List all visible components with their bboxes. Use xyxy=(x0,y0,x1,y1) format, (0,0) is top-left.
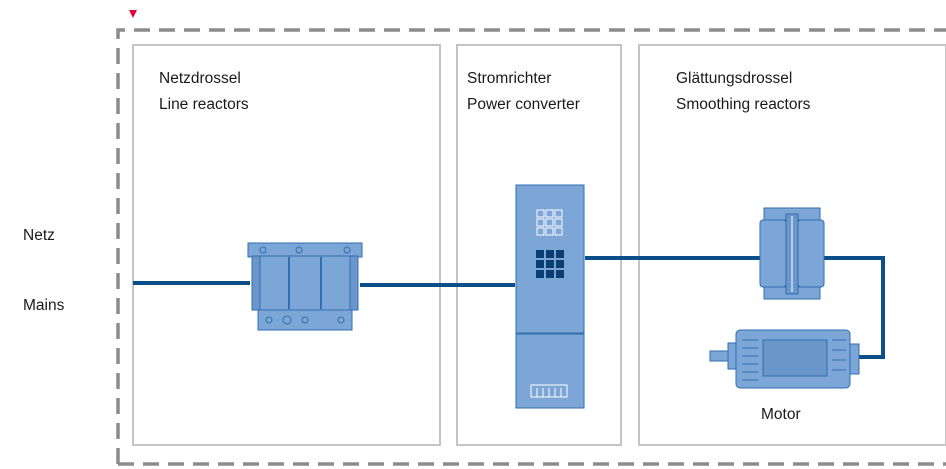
cable xyxy=(133,256,885,359)
motor-device xyxy=(709,329,860,389)
motor-label: Motor xyxy=(761,406,801,423)
line-reactor-device xyxy=(247,242,363,331)
mains-label-de: Netz xyxy=(23,227,55,244)
smoothing-reactors-title-en: Smoothing reactors xyxy=(676,96,811,113)
system-boundary xyxy=(116,28,946,466)
smoothing-reactor-device xyxy=(759,207,825,300)
power-converter-title-de: Stromrichter xyxy=(467,70,552,87)
mains-label-en: Mains xyxy=(23,297,65,314)
line-reactors-title-en: Line reactors xyxy=(159,96,249,113)
marker-triangle xyxy=(129,10,137,18)
power-converter-title-en: Power converter xyxy=(467,96,580,113)
line-reactors-title-de: Netzdrossel xyxy=(159,70,241,87)
power-converter-device xyxy=(515,184,585,409)
smoothing-reactors-title-de: Glättungsdrossel xyxy=(676,70,793,87)
